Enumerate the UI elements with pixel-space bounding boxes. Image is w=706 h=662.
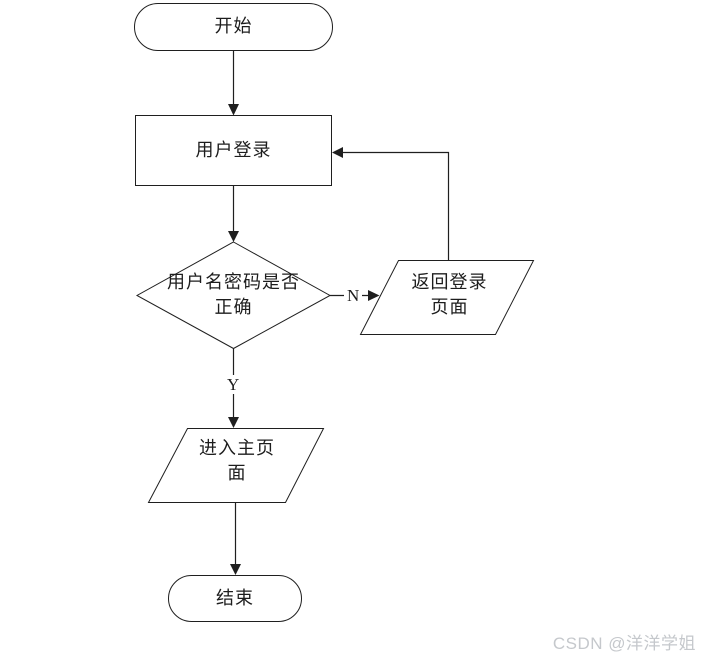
enter-main-parallelogram-shape — [147, 428, 325, 503]
arrowhead-into-decision — [228, 231, 239, 242]
arrowhead-into-return-login — [368, 290, 380, 301]
arrowhead-into-end — [230, 564, 241, 575]
login-process-shape — [135, 115, 332, 186]
edge-return-to-login — [343, 151, 450, 261]
return-login-parallelogram-shape — [359, 260, 535, 335]
branch-label-no: N — [344, 286, 363, 305]
csdn-watermark: CSDN @洋洋学姐 — [552, 634, 696, 653]
arrowhead-into-enter-main — [228, 417, 239, 428]
arrowhead-into-login — [228, 104, 239, 116]
arrowhead-into-login-right — [332, 147, 343, 158]
start-terminator-shape — [134, 3, 333, 51]
decision-diamond-shape — [135, 241, 332, 350]
branch-label-yes: Y — [224, 375, 243, 394]
end-terminator-shape — [168, 575, 302, 622]
